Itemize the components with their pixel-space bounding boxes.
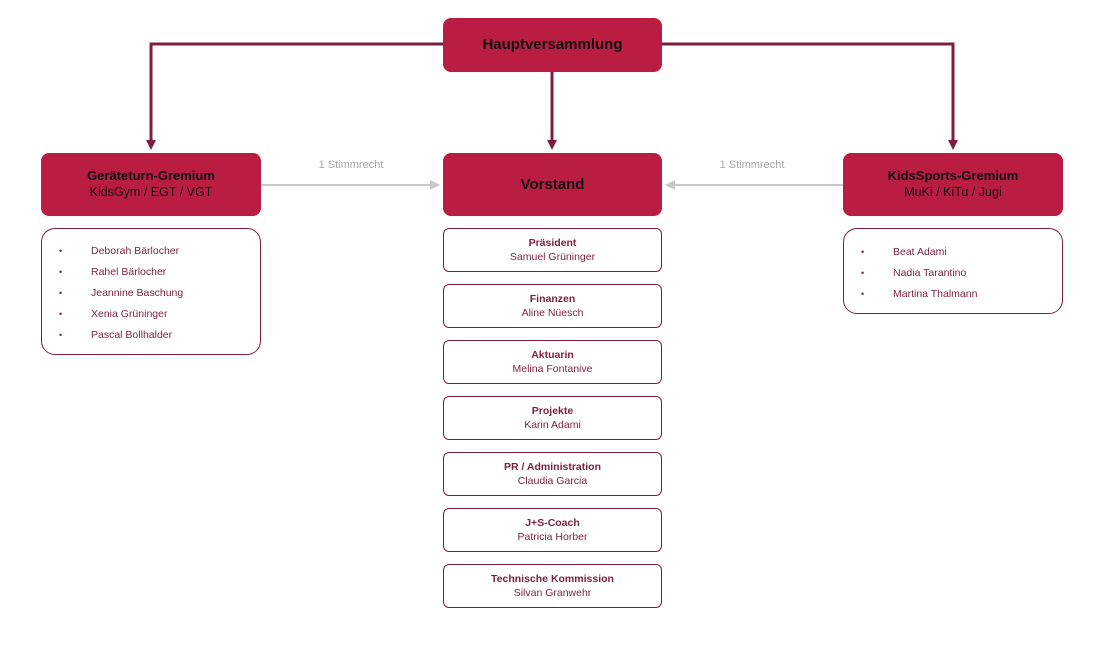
list-item: • Pascal Bollhalder — [42, 325, 260, 346]
role-box-pr-administration: PR / Administration Claudia Garcia — [443, 452, 662, 496]
list-item: • Xenia Grüninger — [42, 304, 260, 325]
member-name: Jeannine Baschung — [91, 287, 184, 299]
role-title: PR / Administration — [503, 461, 602, 473]
left-committee-title: Geräteturn-Gremium — [87, 168, 215, 183]
role-box-technische-kommission: Technische Kommission Silvan Granwehr — [443, 564, 662, 608]
role-name: Samuel Grüninger — [509, 251, 596, 263]
role-name: Aline Nüesch — [521, 307, 584, 319]
bullet-icon: • — [861, 289, 865, 299]
role-title: Projekte — [531, 405, 574, 417]
connector-top-to-left — [146, 42, 443, 150]
role-box-finanzen: Finanzen Aline Nüesch — [443, 284, 662, 328]
right-members-list: • Beat Adami • Nadia Tarantino • Martina Th… — [843, 228, 1063, 314]
bullet-icon: • — [59, 246, 63, 256]
list-item: • Rahel Bärlocher — [42, 262, 260, 283]
connector-top-to-right — [662, 42, 958, 150]
member-name: Beat Adami — [893, 246, 947, 258]
left-committee-subtitle: KidsGym / EGT / VGT — [89, 185, 213, 199]
member-name: Nadia Tarantino — [893, 267, 967, 279]
left-members-list: • Deborah Bärlocher • Rahel Bärlocher • Jea… — [41, 228, 261, 355]
role-title: Aktuarin — [531, 349, 574, 361]
vote-label-right: 1 Stimmrecht — [719, 159, 785, 171]
role-name: Claudia Garcia — [517, 475, 588, 487]
role-name: Karin Adami — [524, 419, 581, 431]
vorstand-box: Vorstand — [443, 153, 662, 216]
member-name: Xenia Grüninger — [91, 308, 168, 320]
list-item: • Nadia Tarantino — [844, 263, 1062, 284]
bullet-icon: • — [59, 309, 63, 319]
role-box-praesident: Präsident Samuel Grüninger — [443, 228, 662, 272]
list-item: • Beat Adami — [844, 242, 1062, 263]
member-name: Deborah Bärlocher — [91, 245, 180, 257]
bullet-icon: • — [861, 268, 865, 278]
vote-label-left: 1 Stimmrecht — [318, 159, 384, 171]
role-name: Silvan Granwehr — [513, 587, 592, 599]
role-name: Melina Fontanive — [512, 363, 593, 375]
role-box-aktuarin: Aktuarin Melina Fontanive — [443, 340, 662, 384]
list-item: • Deborah Bärlocher — [42, 241, 260, 262]
list-item: • Martina Thalmann — [844, 284, 1062, 305]
role-title: Präsident — [528, 237, 577, 249]
role-title: Finanzen — [529, 293, 576, 305]
right-committee-title: KidsSports-Gremium — [887, 168, 1019, 183]
role-box-js-coach: J+S-Coach Patricia Horber — [443, 508, 662, 552]
role-box-projekte: Projekte Karin Adami — [443, 396, 662, 440]
list-item: • Jeannine Baschung — [42, 283, 260, 304]
hauptversammlung-box: Hauptversammlung — [443, 18, 662, 72]
left-committee-box: Geräteturn-Gremium KidsGym / EGT / VGT — [41, 153, 261, 216]
role-name: Patricia Horber — [517, 531, 588, 543]
member-name: Martina Thalmann — [893, 288, 978, 300]
role-title: Technische Kommission — [491, 573, 614, 585]
member-name: Pascal Bollhalder — [91, 329, 173, 341]
vorstand-title: Vorstand — [520, 176, 585, 193]
bullet-icon: • — [59, 330, 63, 340]
hauptversammlung-title: Hauptversammlung — [482, 36, 623, 53]
right-committee-box: KidsSports-Gremium MuKi / KiTu / Jugi — [843, 153, 1063, 216]
bullet-icon: • — [59, 288, 63, 298]
bullet-icon: • — [861, 247, 865, 257]
role-title: J+S-Coach — [525, 517, 580, 529]
member-name: Rahel Bärlocher — [91, 266, 167, 278]
right-committee-subtitle: MuKi / KiTu / Jugi — [904, 185, 1002, 199]
bullet-icon: • — [59, 267, 63, 277]
